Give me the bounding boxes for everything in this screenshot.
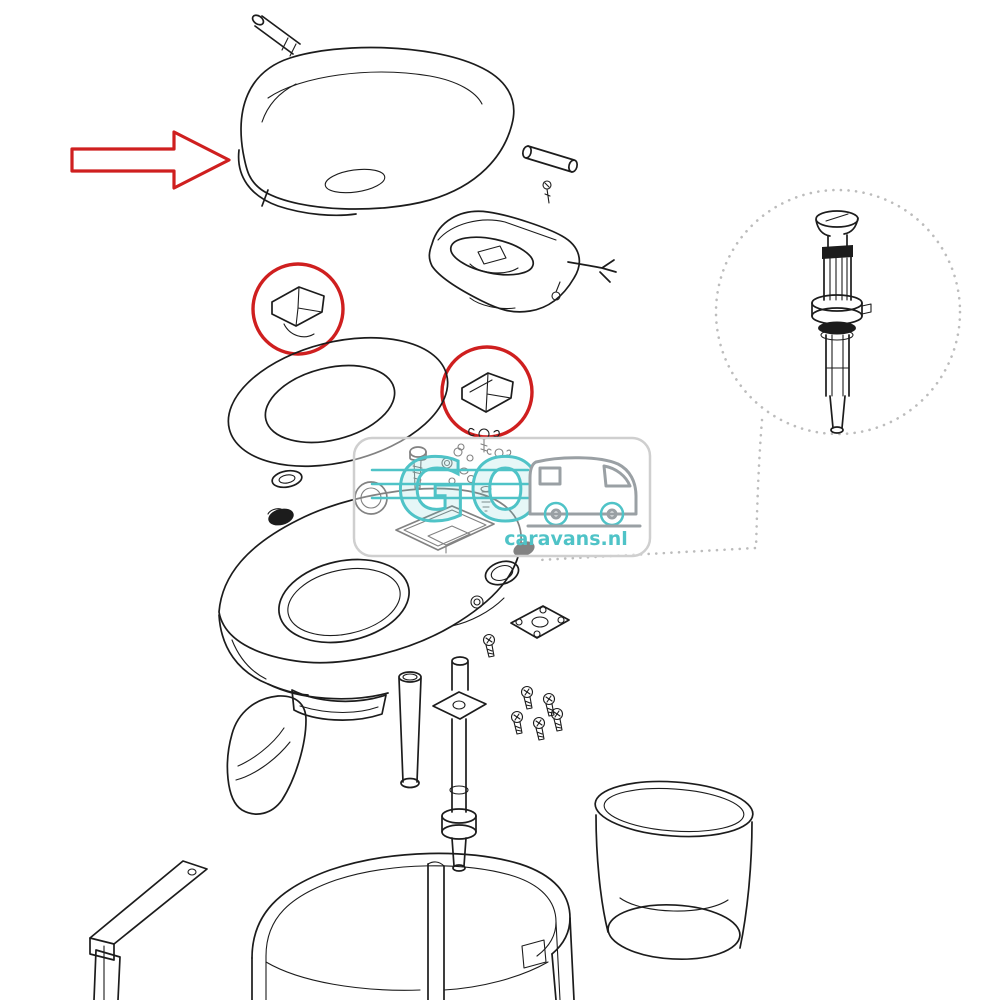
hinge-cover-right [461, 372, 514, 413]
hinge-pin [251, 14, 301, 57]
screw-icon [532, 716, 546, 741]
watermark: GO caravans.nl [352, 436, 652, 558]
caravan-art-icon [526, 456, 642, 528]
logo-stripes [370, 468, 530, 500]
screw-icon [510, 710, 524, 735]
deflector-shell [226, 695, 307, 815]
callout-circle [714, 188, 962, 436]
screw-icon [482, 633, 496, 658]
screw-icon [520, 685, 534, 710]
pump-shaft [432, 656, 487, 872]
valve-assembly-detail [811, 210, 872, 434]
watermark-logo-text: GO [396, 441, 544, 541]
wing-nut-set [457, 428, 512, 462]
callout-leader-line [538, 418, 764, 562]
screw-icon [542, 692, 556, 717]
hinge-cover-left [271, 286, 325, 338]
drain-tube [398, 671, 422, 789]
seat-pivot-rod [521, 145, 579, 204]
flush-tank [428, 210, 617, 313]
flange-screw [482, 633, 496, 658]
waste-funnel [594, 780, 754, 961]
detail-callout [538, 188, 962, 562]
flange-gasket [510, 605, 570, 639]
watermark-site-text: caravans.nl [504, 528, 628, 550]
toilet-body [218, 481, 535, 700]
screw-set [510, 685, 564, 741]
seat-lid [237, 46, 515, 217]
pointer-arrow [70, 130, 231, 190]
seat-ring [227, 336, 449, 468]
highlight-circle-left [251, 262, 345, 356]
washer-and-bumper [267, 469, 303, 526]
base-housing [251, 852, 575, 1000]
mounting-bracket [89, 860, 208, 1000]
support-wedge [291, 689, 387, 721]
